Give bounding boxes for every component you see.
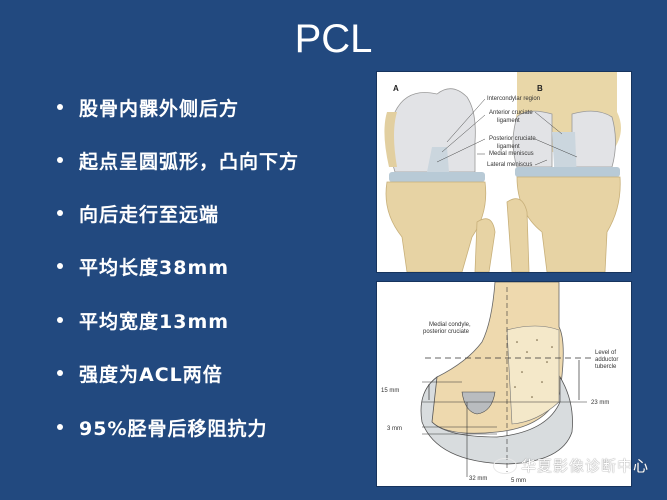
bullet-text: 95%胫骨后移阻抗力 bbox=[79, 417, 268, 440]
label-adductor-line1: Level of bbox=[595, 350, 617, 356]
bullet-text: 强度为ACL两倍 bbox=[79, 363, 223, 386]
bullet-text: 平均长度38mm bbox=[79, 256, 230, 279]
label-adductor-line2: adductor bbox=[595, 357, 619, 363]
bullet-item: 强度为ACL两倍 bbox=[52, 358, 223, 388]
bullet-dot-icon bbox=[57, 104, 63, 110]
bullet-dot-icon bbox=[57, 317, 63, 323]
bullet-dot-icon bbox=[57, 157, 63, 163]
wechat-logo-icon bbox=[493, 457, 517, 474]
label-adductor-line3: tubercle bbox=[595, 364, 617, 370]
label-lateral-meniscus: Lateral meniscus bbox=[487, 162, 533, 168]
label-pcl-line2: ligament bbox=[497, 144, 520, 150]
bullet-item: 平均长度38mm bbox=[52, 251, 229, 281]
bullet-text: 向后走行至远端 bbox=[79, 203, 220, 226]
watermark-text: 华夏影像诊断中心 bbox=[521, 457, 650, 475]
label-15mm: 15 mm bbox=[381, 388, 400, 394]
panel-label-b: B bbox=[537, 84, 543, 93]
bullet-dot-icon bbox=[57, 370, 63, 376]
panel-label-a: A bbox=[393, 84, 399, 93]
condyle-diagram-icon bbox=[420, 282, 592, 477]
knee-anatomy-figure: A B Intercondylar region Anterior crucia… bbox=[376, 71, 632, 273]
label-acl-line2: ligament bbox=[497, 118, 520, 124]
label-3mm: 3 mm bbox=[387, 426, 402, 432]
label-medial-meniscus: Medial meniscus bbox=[489, 151, 534, 157]
slide-title: PCL bbox=[294, 17, 373, 61]
bullet-item: 平均宽度13mm bbox=[52, 305, 229, 335]
bullet-dot-icon bbox=[57, 424, 63, 430]
bullet-item: 向后走行至远端 bbox=[52, 198, 219, 228]
knee-illustration-icon bbox=[384, 72, 621, 272]
bullet-item: 股骨内髁外侧后方 bbox=[52, 92, 239, 122]
medial-condyle-figure: Medial condyle, posterior cruciate Level… bbox=[376, 281, 632, 487]
label-23mm: 23 mm bbox=[591, 400, 610, 406]
label-acl-line1: Anterior cruciate bbox=[489, 110, 533, 116]
label-medial-condyle-line1: Medial condyle, bbox=[429, 322, 471, 328]
label-intercondylar: Intercondylar region bbox=[487, 96, 541, 102]
watermark: 华夏影像诊断中心 bbox=[493, 455, 649, 476]
label-5mm: 5 mm bbox=[511, 478, 526, 484]
bullet-dot-icon bbox=[57, 210, 63, 216]
label-medial-condyle-line2: posterior cruciate bbox=[423, 329, 470, 335]
bullet-item: 95%胫骨后移阻抗力 bbox=[52, 412, 267, 442]
bullet-item: 起点呈圆弧形，凸向下方 bbox=[52, 145, 299, 175]
label-pcl-line1: Posterior cruciate bbox=[489, 136, 536, 142]
bullet-text: 平均宽度13mm bbox=[79, 310, 230, 333]
bullet-text: 股骨内髁外侧后方 bbox=[79, 97, 240, 120]
label-32mm: 32 mm bbox=[469, 476, 488, 482]
bullet-text: 起点呈圆弧形，凸向下方 bbox=[79, 150, 300, 173]
bullet-dot-icon bbox=[57, 263, 63, 269]
